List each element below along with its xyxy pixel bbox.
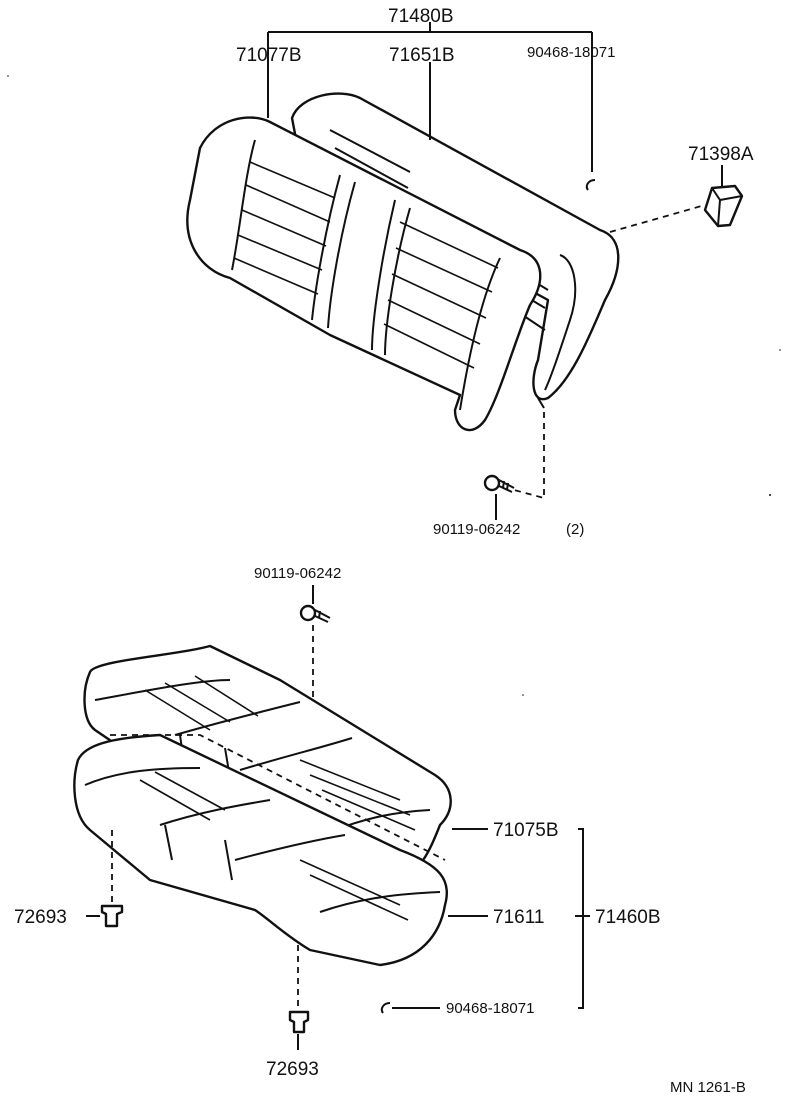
label-90468-18071-upper: 90468-18071	[527, 44, 615, 61]
label-72693-left: 72693	[14, 907, 67, 928]
label-71611: 71611	[493, 907, 544, 928]
cushion-bracket	[448, 828, 590, 1009]
clip-bottom-drawing	[288, 1010, 310, 1034]
clip-left-drawing	[100, 904, 124, 928]
label-90468-18071-lower: 90468-18071	[446, 1000, 534, 1017]
label-71075B: 71075B	[493, 820, 559, 841]
seat-back-assembly	[186, 92, 620, 432]
hinge-part-drawing	[703, 184, 744, 228]
cushion-assembly-leader	[110, 734, 446, 861]
speck-mark	[7, 75, 9, 77]
label-71460B: 71460B	[595, 907, 661, 928]
bolt-upper-leader	[513, 412, 545, 500]
label-72693-bottom: 72693	[266, 1059, 319, 1080]
label-bolt-quantity: (2)	[566, 521, 584, 538]
speck-mark	[779, 349, 781, 351]
label-71398A: 71398A	[688, 144, 754, 165]
diagram-reference: MN 1261-B	[670, 1079, 746, 1096]
label-71480B: 71480B	[388, 6, 454, 27]
cushion-frame-drawing	[83, 644, 452, 882]
backrest-bracket	[267, 22, 593, 172]
label-90119-06242-lower: 90119-06242	[254, 565, 341, 582]
label-71651B: 71651B	[389, 45, 455, 66]
hogring-upper-drawing	[585, 179, 596, 191]
bolt-lower-drawing	[299, 604, 331, 623]
hinge-leader	[609, 204, 706, 233]
hogring-lower-drawing	[380, 1002, 391, 1014]
label-90119-06242-upper: 90119-06242	[433, 521, 520, 538]
seat-back-cover-drawing	[186, 116, 542, 432]
cushion-cover-drawing	[73, 733, 449, 967]
label-71077B: 71077B	[236, 45, 302, 66]
bolt-upper-drawing	[483, 474, 515, 493]
speck-mark	[522, 694, 524, 696]
speck-mark	[769, 494, 771, 496]
